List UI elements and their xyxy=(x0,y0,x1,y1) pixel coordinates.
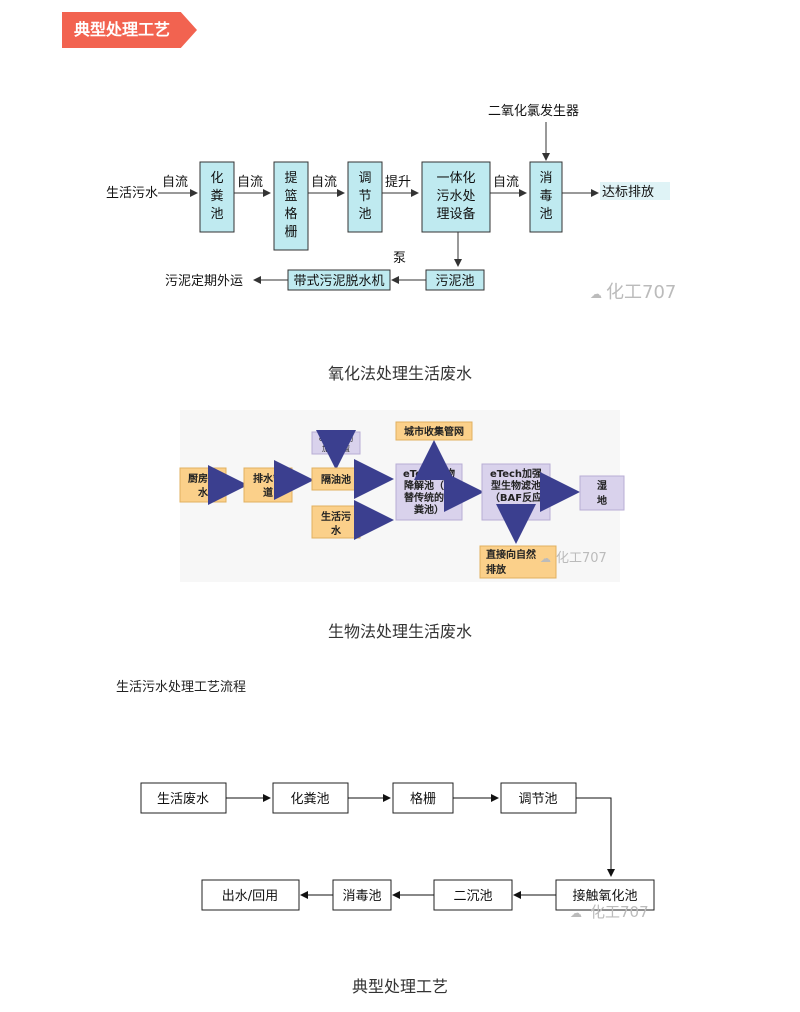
watermark2-text: 化工707 xyxy=(556,551,607,566)
box-drain-l2: 道 xyxy=(263,486,273,499)
box-disinfection-l1: 消 xyxy=(539,171,552,186)
label-ziliu-1: 自流 xyxy=(162,175,188,190)
box-contact-oxidation-3 xyxy=(555,879,655,911)
label-output: 达标排放 xyxy=(602,185,654,200)
box-b5-label: 接触氧化池 xyxy=(572,888,637,904)
box-baf-l1: eTech加强 xyxy=(490,467,542,480)
box-integrated-l1: 一体化 xyxy=(436,171,475,186)
box-integrated-equipment xyxy=(421,161,491,233)
box-regulating-tank xyxy=(347,161,383,233)
box-b6-label: 二沉池 xyxy=(453,889,492,904)
label-ziliu-3: 自流 xyxy=(311,175,337,190)
box-screen-3 xyxy=(392,782,454,814)
box-effluent-reuse-3 xyxy=(201,879,300,911)
box-septic-tank-l2: 粪 xyxy=(210,189,223,204)
box-b3-label: 格栅 xyxy=(410,791,436,807)
box-septic-tank-l1: 化 xyxy=(210,171,223,186)
box-basket-screen-l3: 格 xyxy=(284,206,297,222)
label-pump: 泵 xyxy=(393,251,406,266)
box-disinfection-l3: 池 xyxy=(539,207,552,222)
label-sludge-out: 污泥定期外运 xyxy=(165,274,243,289)
box-septic-tank xyxy=(199,161,235,233)
box-integrated-l2: 污水处 xyxy=(436,189,475,204)
watermark-icon: ☁ xyxy=(590,287,602,301)
box-bio-l2: 降解池（代 xyxy=(404,479,454,492)
box-city-sewer-label: 城市收集管网 xyxy=(404,425,464,438)
label-input: 生活污水 xyxy=(106,186,158,201)
watermark2-icon: ☁ xyxy=(540,552,551,565)
box-kitchen-l2: 水 xyxy=(197,486,209,499)
box-grease-trap-label: 隔油池 xyxy=(321,473,351,486)
box-septic-tank-3 xyxy=(272,782,349,814)
box-wetland-l2: 地 xyxy=(597,494,607,507)
box-direct-l1: 直接向自然 xyxy=(486,548,536,561)
box-regulating-tank-l2: 节 xyxy=(358,189,371,204)
section-label-process-flow: 生活污水处理工艺流程 xyxy=(116,680,247,695)
watermark3-text: 化工707 xyxy=(590,903,649,921)
box-sludge-tank-label: 污泥池 xyxy=(435,274,474,289)
box-domestic-wastewater-3 xyxy=(140,782,227,814)
box-integrated-l3: 理设备 xyxy=(436,206,475,222)
box-baf-l3: （BAF反应 xyxy=(490,491,542,504)
box-basket-screen-l2: 篮 xyxy=(284,189,297,204)
label-clo2-generator: 二氧化氯发生器 xyxy=(488,103,579,119)
typical-process-diagram: 生活废水 化粪池 格栅 调节池 接触氧化池 二沉池 消毒池 出水/回用 ☁ 化工… xyxy=(140,782,655,921)
box-etech-auto-l2: 加药装置 xyxy=(322,444,350,453)
box-b2-label: 化粪池 xyxy=(290,792,329,807)
section-header-tag: 典型处理工艺 xyxy=(62,12,197,48)
watermark-text: 化工707 xyxy=(606,282,676,303)
biological-process-diagram: 厨房污 水 排水管 道 eTech自动 加药装置 隔油池 生活污 水 eTech… xyxy=(179,410,625,582)
label-ziliu-2: 自流 xyxy=(237,175,263,190)
box-wetland-l1: 湿 xyxy=(597,479,607,492)
label-ziliu-4: 自流 xyxy=(493,175,519,190)
box-b8-label: 出水/回用 xyxy=(222,889,278,904)
box-bio-l1: eTech生物 xyxy=(403,467,455,480)
box-septic-tank-l3: 池 xyxy=(210,207,223,222)
caption-typical: 典型处理工艺 xyxy=(351,977,448,996)
box-disinfection-tank xyxy=(529,161,563,233)
box-domestic-l2: 水 xyxy=(330,524,342,537)
box-drain-l1: 排水管 xyxy=(253,472,283,485)
box-bio-l4: 粪池） xyxy=(414,503,444,516)
box-domestic-l1: 生活污 xyxy=(321,510,351,523)
box-etech-auto-l1: eTech自动 xyxy=(319,434,353,443)
caption-biological: 生物法处理生活废水 xyxy=(327,622,472,641)
box-b1-label: 生活废水 xyxy=(157,791,209,807)
output-highlight xyxy=(600,182,670,200)
box-wetland xyxy=(579,475,625,511)
oxidation-process-diagram: 生活污水 自流 化 粪 池 自流 提 篮 格 栅 自流 调 节 池 提升 一体化… xyxy=(106,103,676,303)
box-bio-l3: 替传统的化 xyxy=(404,491,454,504)
box-regulating-tank-3 xyxy=(500,782,577,814)
caption-oxidation: 氧化法处理生活废水 xyxy=(327,364,472,383)
box-disinfection-3 xyxy=(332,879,392,911)
box-b4-label: 调节池 xyxy=(518,792,557,807)
box-domestic-wastewater xyxy=(311,505,361,539)
box-direct-l2: 排放 xyxy=(486,563,507,576)
box-baf-l4: 系统） xyxy=(501,503,531,516)
box-basket-screen-l1: 提 xyxy=(284,170,297,186)
box-direct-discharge xyxy=(479,545,557,579)
box-basket-screen xyxy=(273,161,309,251)
box-disinfection-l2: 毒 xyxy=(539,189,552,204)
box-kitchen-l1: 厨房污 xyxy=(188,472,218,485)
box-belt-dewatering-label: 带式污泥脱水机 xyxy=(293,274,384,289)
watermark3-icon: ☁ xyxy=(570,906,582,920)
box-regulating-tank-l3: 池 xyxy=(358,207,371,222)
box-baf-l2: 型生物滤池 xyxy=(491,479,541,492)
box-basket-screen-l4: 栅 xyxy=(284,225,297,240)
label-tisheng: 提升 xyxy=(385,174,411,190)
box-regulating-tank-l1: 调 xyxy=(358,171,371,186)
box-b7-label: 消毒池 xyxy=(342,889,381,904)
